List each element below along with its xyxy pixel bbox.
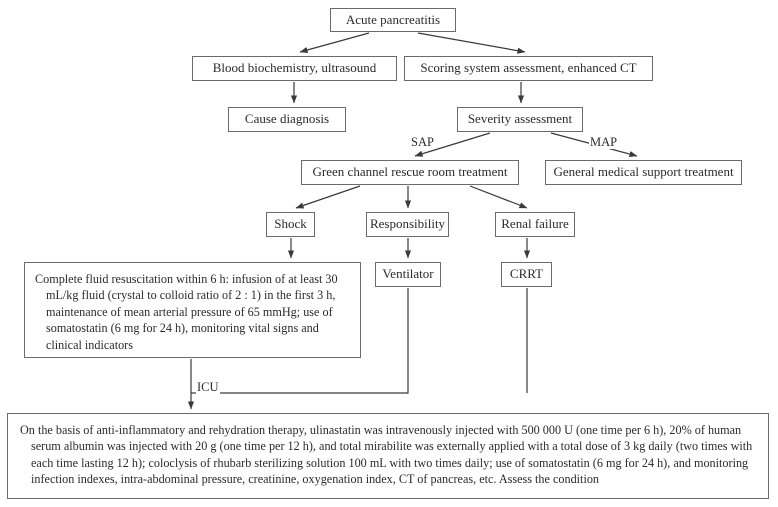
node-renal-failure[interactable]: Renal failure: [495, 212, 575, 237]
node-label: Renal failure: [501, 216, 569, 232]
node-ventilator[interactable]: Ventilator: [375, 262, 441, 287]
node-label: Complete fluid resuscitation within 6 h:…: [35, 272, 338, 352]
node-crrt[interactable]: CRRT: [501, 262, 552, 287]
node-blood-biochemistry[interactable]: Blood biochemistry, ultrasound: [192, 56, 397, 81]
node-label: Cause diagnosis: [244, 111, 330, 127]
node-shock[interactable]: Shock: [266, 212, 315, 237]
node-severity-assessment[interactable]: Severity assessment: [457, 107, 583, 132]
node-label: Responsibility: [369, 216, 446, 232]
edge-label-icu: ICU: [196, 380, 220, 394]
edge-green-to-renal: [469, 185, 528, 209]
node-cause-diagnosis[interactable]: Cause diagnosis: [228, 107, 346, 132]
node-fluid-resuscitation[interactable]: Complete fluid resuscitation within 6 h:…: [24, 262, 361, 358]
node-general-medical-support[interactable]: General medical support treatment: [545, 160, 742, 185]
node-label: General medical support treatment: [553, 164, 734, 180]
node-label: On the basis of anti-inflammatory and re…: [20, 423, 753, 487]
edge-label-sap: SAP: [410, 135, 435, 149]
node-label: Green channel rescue room treatment: [312, 164, 508, 180]
node-responsibility[interactable]: Responsibility: [366, 212, 449, 237]
node-label: Blood biochemistry, ultrasound: [212, 60, 377, 76]
edge-acute-to-scoring: [417, 32, 526, 54]
edge-acute-to-blood: [299, 32, 370, 53]
node-green-channel-rescue[interactable]: Green channel rescue room treatment: [301, 160, 519, 185]
node-comprehensive-therapy[interactable]: On the basis of anti-inflammatory and re…: [7, 413, 769, 499]
node-label: Scoring system assessment, enhanced CT: [420, 60, 637, 76]
node-scoring-system[interactable]: Scoring system assessment, enhanced CT: [404, 56, 653, 81]
node-label: Severity assessment: [467, 111, 573, 127]
edge-label-map: MAP: [589, 135, 619, 149]
edge-green-to-shock: [295, 185, 361, 209]
node-label: Ventilator: [382, 266, 434, 282]
node-label: Shock: [274, 216, 307, 232]
node-acute-pancreatitis[interactable]: Acute pancreatitis: [330, 8, 456, 32]
node-label: CRRT: [509, 266, 544, 282]
node-label: Acute pancreatitis: [345, 11, 441, 27]
